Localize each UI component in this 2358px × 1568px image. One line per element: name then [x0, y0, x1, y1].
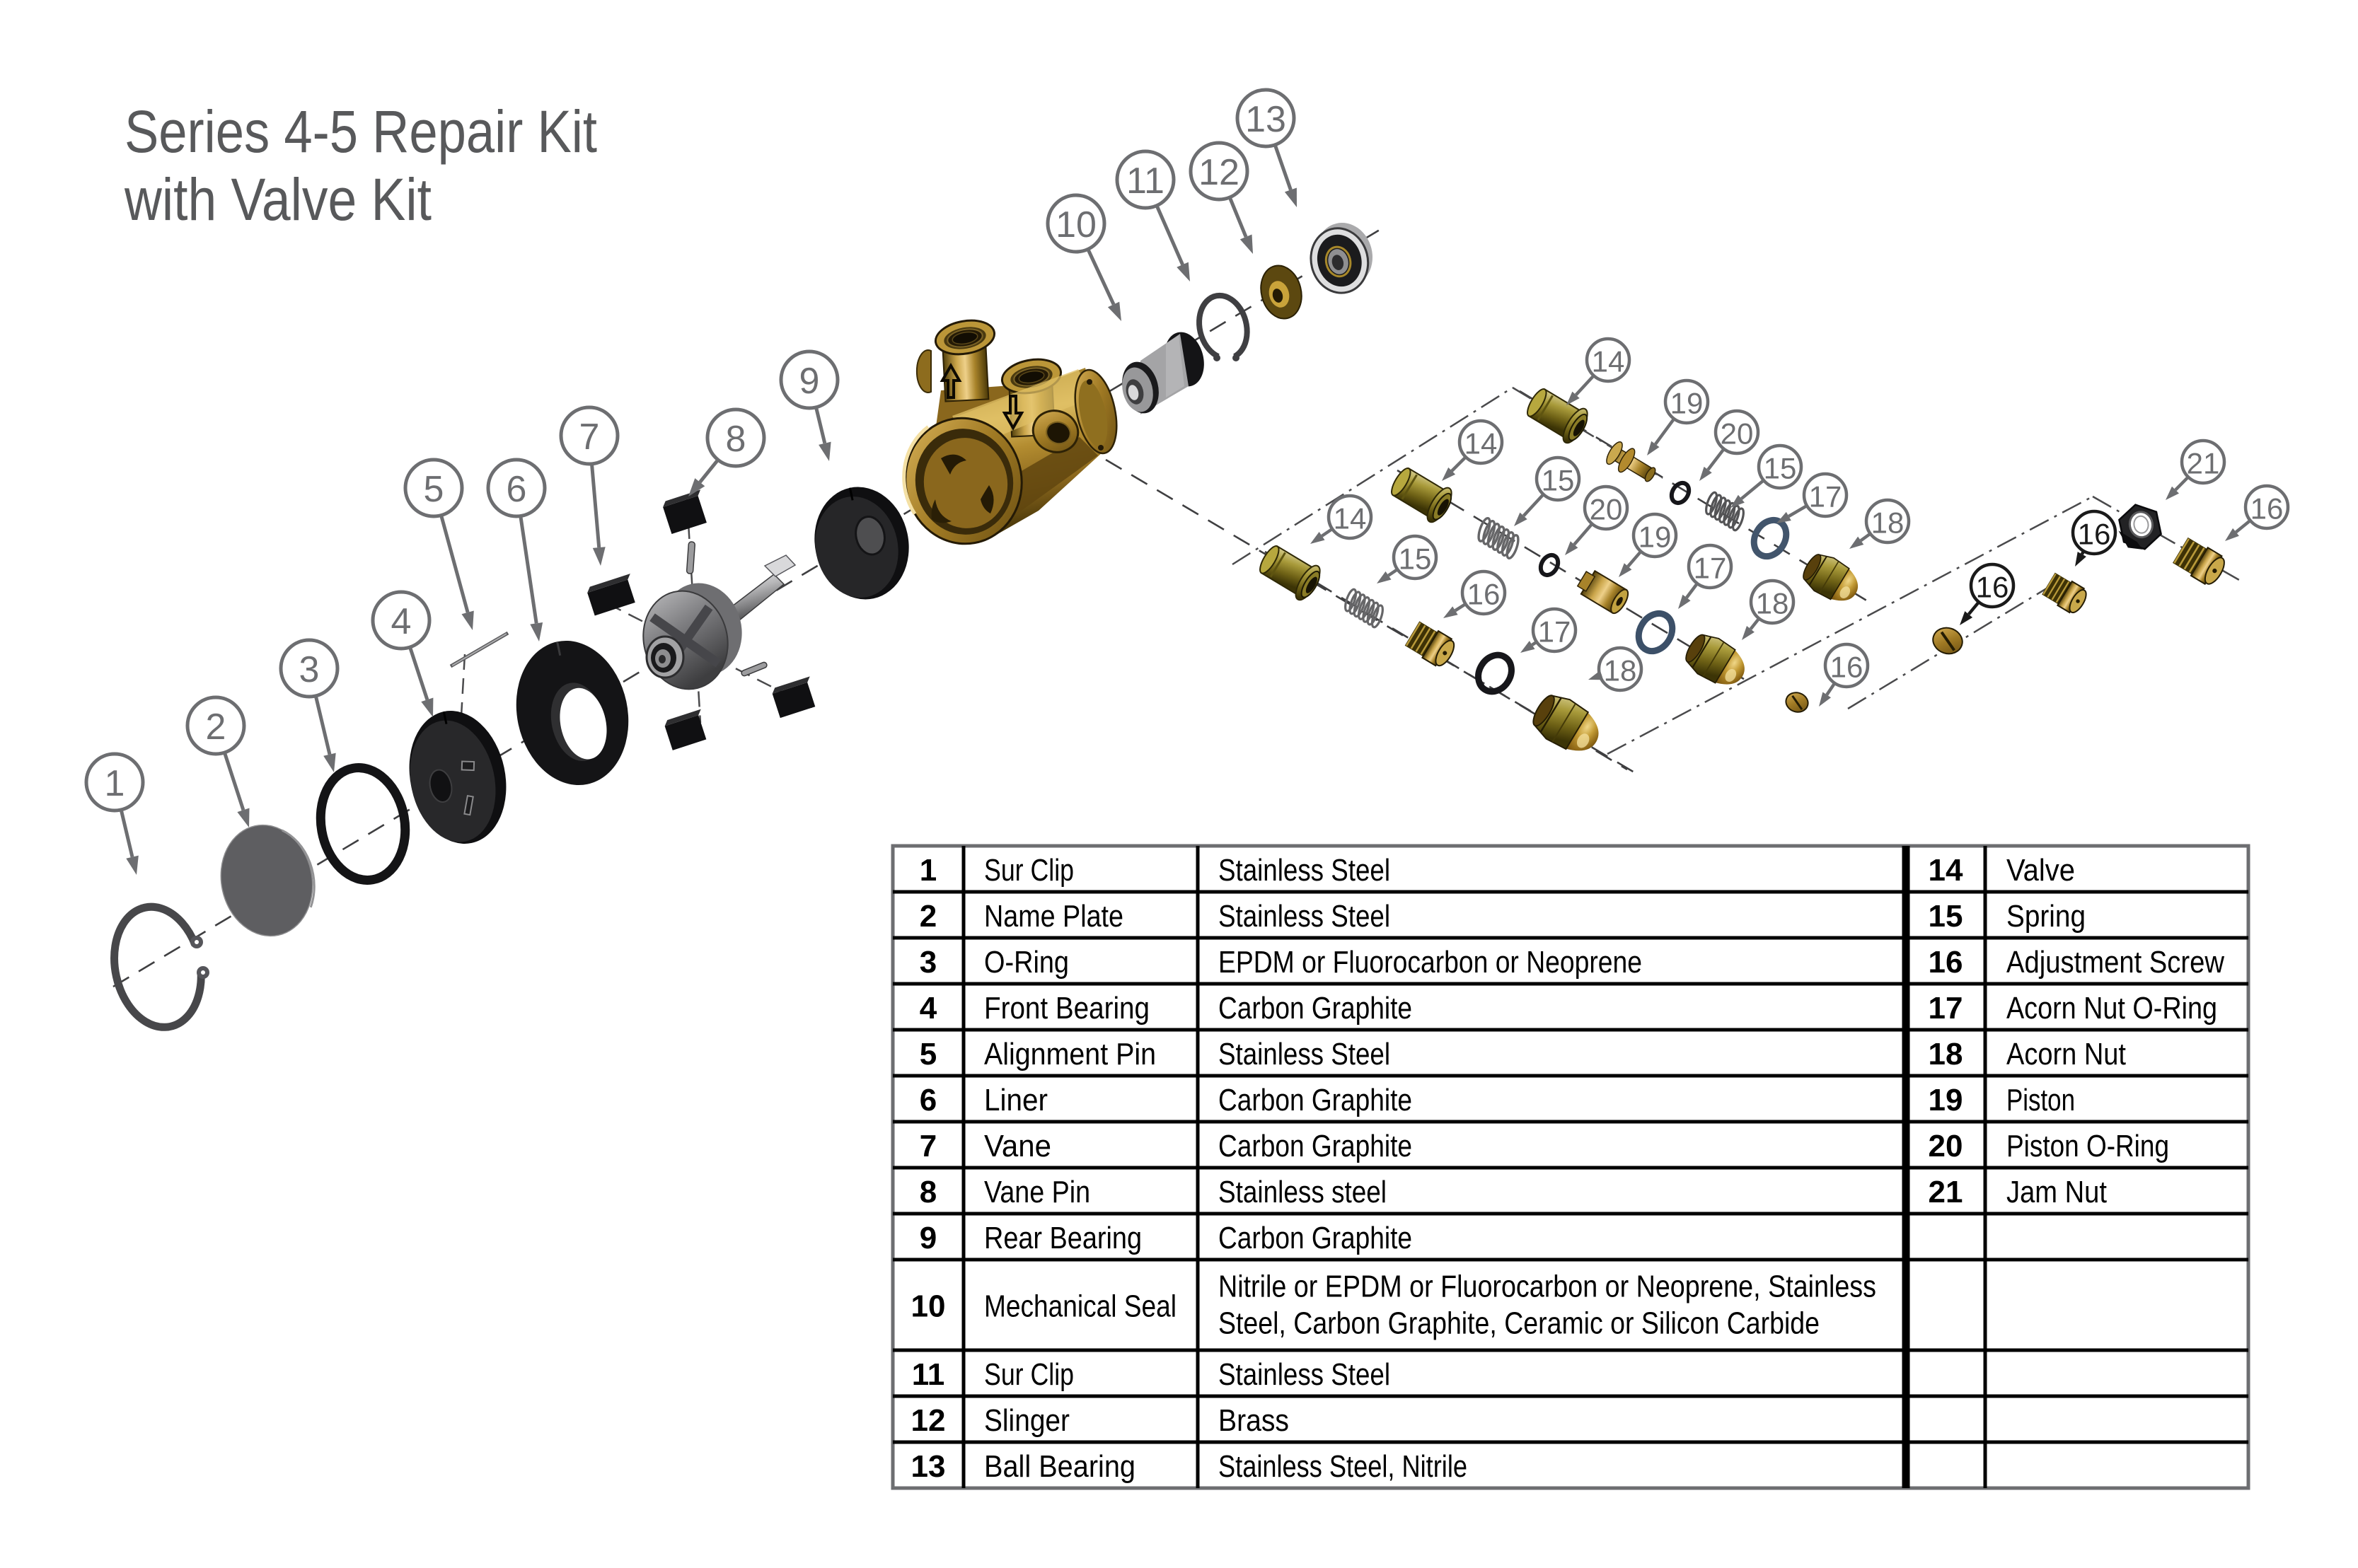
svg-text:Mechanical Seal: Mechanical Seal — [984, 1289, 1177, 1324]
svg-text:17: 17 — [1694, 552, 1727, 585]
svg-text:with Valve Kit: with Valve Kit — [124, 166, 432, 233]
svg-text:17: 17 — [1538, 615, 1571, 649]
svg-text:19: 19 — [1670, 387, 1704, 420]
svg-text:3: 3 — [920, 945, 937, 980]
svg-text:18: 18 — [1756, 587, 1789, 620]
svg-text:Acorn Nut: Acorn Nut — [2006, 1037, 2126, 1072]
svg-text:Piston O-Ring: Piston O-Ring — [2006, 1129, 2169, 1163]
svg-text:19: 19 — [1929, 1083, 1963, 1117]
svg-text:16: 16 — [1929, 945, 1963, 980]
svg-text:13: 13 — [911, 1449, 946, 1484]
svg-text:Spring: Spring — [2006, 899, 2086, 934]
svg-text:2: 2 — [920, 899, 937, 934]
svg-text:4: 4 — [391, 601, 412, 642]
svg-text:Sur Clip: Sur Clip — [984, 1357, 1074, 1392]
svg-text:Ball Bearing: Ball Bearing — [984, 1449, 1135, 1484]
svg-text:Sur Clip: Sur Clip — [984, 853, 1074, 888]
svg-text:3: 3 — [299, 649, 320, 690]
svg-text:18: 18 — [1929, 1037, 1963, 1072]
svg-text:18: 18 — [1871, 506, 1905, 540]
svg-text:12: 12 — [911, 1403, 946, 1438]
svg-text:Name Plate: Name Plate — [984, 899, 1123, 934]
svg-text:O-Ring: O-Ring — [984, 945, 1069, 980]
svg-text:Slinger: Slinger — [984, 1403, 1070, 1438]
svg-text:Vane: Vane — [984, 1129, 1051, 1163]
svg-text:5: 5 — [920, 1037, 937, 1072]
svg-text:16: 16 — [1976, 571, 2009, 604]
svg-text:Stainless steel: Stainless steel — [1218, 1175, 1387, 1209]
svg-text:Valve: Valve — [2006, 853, 2075, 888]
svg-text:8: 8 — [920, 1175, 937, 1209]
svg-text:16: 16 — [2078, 518, 2111, 551]
svg-text:14: 14 — [1464, 427, 1498, 460]
svg-text:16: 16 — [1467, 578, 1501, 611]
svg-text:16: 16 — [1830, 651, 1863, 684]
svg-text:1: 1 — [105, 763, 125, 804]
svg-text:18: 18 — [1604, 654, 1637, 687]
svg-text:Carbon Graphite: Carbon Graphite — [1218, 1221, 1412, 1255]
svg-text:15: 15 — [1764, 452, 1797, 485]
svg-text:Rear Bearing: Rear Bearing — [984, 1221, 1142, 1255]
svg-text:Stainless Steel: Stainless Steel — [1218, 899, 1390, 934]
svg-text:14: 14 — [1334, 502, 1367, 535]
svg-text:14: 14 — [1929, 853, 1963, 888]
svg-text:Alignment Pin: Alignment Pin — [984, 1037, 1156, 1072]
svg-text:Front Bearing: Front Bearing — [984, 991, 1150, 1026]
svg-text:20: 20 — [1721, 417, 1754, 451]
svg-text:6: 6 — [507, 469, 527, 510]
svg-text:21: 21 — [2187, 447, 2220, 480]
svg-text:7: 7 — [920, 1129, 937, 1163]
svg-text:Stainless Steel: Stainless Steel — [1218, 1357, 1390, 1392]
svg-text:Carbon Graphite: Carbon Graphite — [1218, 1129, 1412, 1163]
svg-text:Series 4-5 Repair Kit: Series 4-5 Repair Kit — [125, 98, 597, 165]
svg-text:15: 15 — [1542, 464, 1575, 497]
svg-text:Brass: Brass — [1218, 1403, 1289, 1438]
svg-text:1: 1 — [920, 853, 937, 888]
svg-text:Stainless Steel: Stainless Steel — [1218, 1037, 1390, 1072]
svg-text:2: 2 — [206, 707, 226, 748]
svg-text:Steel, Carbon Graphite, Cerami: Steel, Carbon Graphite, Ceramic or Silic… — [1218, 1306, 1820, 1341]
svg-text:14: 14 — [1592, 345, 1625, 378]
svg-text:Nitrile or EPDM or Fluorocarbo: Nitrile or EPDM or Fluorocarbon or Neopr… — [1218, 1270, 1876, 1304]
svg-text:10: 10 — [911, 1289, 946, 1324]
svg-text:Carbon Graphite: Carbon Graphite — [1218, 1083, 1412, 1117]
svg-text:12: 12 — [1198, 152, 1239, 193]
svg-text:15: 15 — [1399, 542, 1432, 576]
svg-text:21: 21 — [1929, 1175, 1963, 1209]
svg-text:17: 17 — [1929, 991, 1963, 1026]
svg-text:10: 10 — [1056, 204, 1097, 245]
svg-text:Liner: Liner — [984, 1083, 1048, 1117]
svg-text:6: 6 — [920, 1083, 937, 1117]
svg-text:15: 15 — [1929, 899, 1963, 934]
svg-text:20: 20 — [1929, 1129, 1963, 1163]
svg-text:13: 13 — [1245, 99, 1286, 140]
svg-text:9: 9 — [920, 1221, 937, 1255]
svg-text:16: 16 — [2250, 492, 2284, 525]
svg-text:Jam Nut: Jam Nut — [2006, 1175, 2107, 1209]
svg-text:Stainless Steel: Stainless Steel — [1218, 853, 1390, 888]
svg-text:EPDM or Fluorocarbon or Neopre: EPDM or Fluorocarbon or Neoprene — [1218, 945, 1642, 980]
svg-text:Piston: Piston — [2006, 1083, 2075, 1117]
svg-text:7: 7 — [579, 417, 600, 458]
svg-text:8: 8 — [726, 419, 746, 460]
svg-text:Acorn Nut O-Ring: Acorn Nut O-Ring — [2006, 991, 2217, 1026]
svg-text:17: 17 — [1809, 480, 1842, 513]
svg-text:9: 9 — [799, 361, 820, 402]
svg-text:Carbon Graphite: Carbon Graphite — [1218, 991, 1412, 1026]
svg-text:11: 11 — [912, 1357, 945, 1392]
svg-text:5: 5 — [424, 469, 444, 510]
svg-text:Adjustment Screw: Adjustment Screw — [2006, 945, 2224, 980]
svg-text:19: 19 — [1639, 521, 1672, 554]
svg-text:Stainless Steel, Nitrile: Stainless Steel, Nitrile — [1218, 1449, 1467, 1484]
svg-text:20: 20 — [1590, 493, 1623, 526]
svg-text:11: 11 — [1126, 161, 1164, 202]
svg-text:4: 4 — [920, 991, 937, 1026]
svg-text:Vane Pin: Vane Pin — [984, 1175, 1090, 1209]
